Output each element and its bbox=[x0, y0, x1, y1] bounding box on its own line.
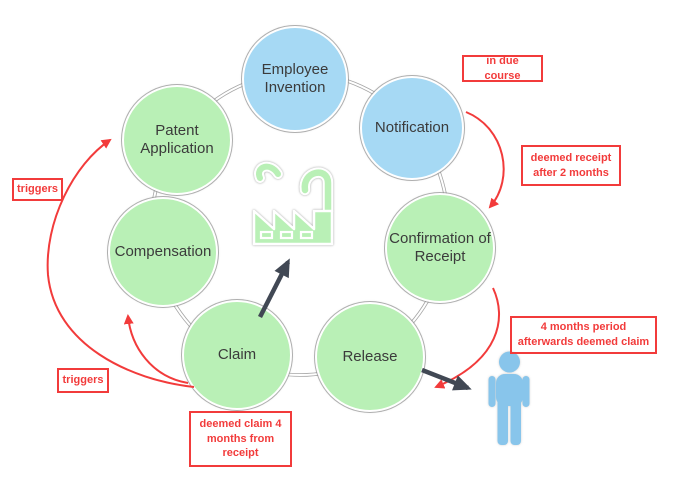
node-compensation-label: Compensation bbox=[114, 242, 212, 260]
node-compensation: Compensation bbox=[108, 197, 218, 307]
arrow-notification-to-confirmation bbox=[465, 111, 505, 209]
annotation-deemed-receipt-label: deemed receipt after 2 months bbox=[530, 151, 612, 179]
annotation-deemed-receipt: deemed receipt after 2 months bbox=[521, 145, 621, 186]
annotation-in-due-course-label: in due course bbox=[484, 54, 521, 82]
annotation-triggers-bottom-label: triggers bbox=[62, 374, 104, 387]
person-icon bbox=[488, 351, 530, 445]
annotation-deemed-claim: deemed claim 4 months from receipt bbox=[189, 411, 292, 467]
node-notification-label: Notification bbox=[374, 118, 450, 136]
annotation-triggers-left: triggers bbox=[12, 178, 63, 201]
node-claim-label: Claim bbox=[217, 345, 257, 363]
annotation-four-months-period: 4 months period afterwards deemed claim bbox=[510, 316, 657, 354]
arrow-claim-to-compensation bbox=[123, 314, 189, 384]
annotation-triggers-left-label: triggers bbox=[17, 183, 58, 196]
node-employee-invention-label: Employee Invention bbox=[261, 60, 329, 96]
annotation-deemed-claim-label: deemed claim 4 months from receipt bbox=[199, 417, 282, 460]
node-employee-invention: Employee Invention bbox=[242, 26, 348, 132]
node-release-label: Release bbox=[342, 347, 398, 365]
annotation-in-due-course: in due course bbox=[462, 55, 543, 82]
node-claim: Claim bbox=[182, 300, 292, 410]
node-patent-application: Patent Application bbox=[122, 85, 232, 195]
annotation-four-months-period-label: 4 months period afterwards deemed claim bbox=[517, 321, 650, 348]
arrow-release-to-person bbox=[421, 367, 472, 391]
annotation-triggers-bottom: triggers bbox=[57, 368, 109, 393]
node-notification: Notification bbox=[360, 76, 464, 180]
node-release: Release bbox=[315, 302, 425, 412]
node-confirmation-of-receipt-label: Confirmation of Receipt bbox=[389, 229, 491, 265]
node-confirmation-of-receipt: Confirmation of Receipt bbox=[385, 193, 495, 303]
node-patent-application-label: Patent Application bbox=[140, 121, 214, 157]
factory-icon bbox=[252, 161, 334, 246]
